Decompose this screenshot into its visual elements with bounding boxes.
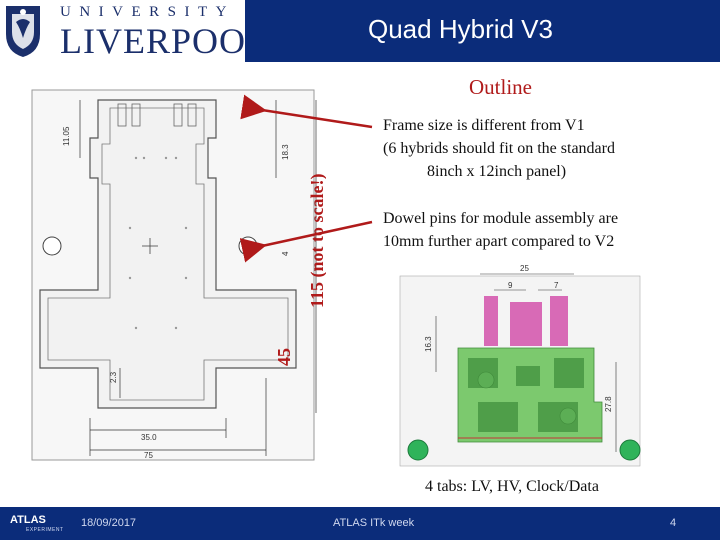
page-number: 4 [670, 517, 677, 529]
footer-date: 18/09/2017 [81, 517, 137, 529]
slide-footer: ATLAS EXPERIMENT 18/09/2017 ATLAS ITk we… [0, 507, 720, 540]
logo-name-text: LIVERPOOL [60, 21, 269, 61]
hybrid-layout-image: 25 9 7 16.3 27.8 [398, 262, 643, 470]
photo-dim-left-label: 16.3 [424, 336, 433, 352]
frame-technical-drawing: 11.05 18.3 4 2.3 35.0 75 115 (not to sca… [26, 78, 326, 468]
frame-size-bullet: Frame size is different from V1 (6 hybri… [383, 114, 615, 183]
outline-heading: Outline [469, 75, 532, 99]
dim-bottom-left-label: 2.3 [109, 371, 118, 383]
atlas-logo-text: ATLAS [10, 514, 46, 526]
logo-university-text: UNIVERSITY OF [60, 4, 283, 20]
footer-event: ATLAS ITk week [333, 517, 415, 529]
bullet-line: (6 hybrids should fit on the standard [383, 140, 615, 157]
dowel-pin-arrow [239, 220, 373, 263]
photo-dim-top-label: 25 [520, 264, 529, 273]
tabs-caption: 4 tabs: LV, HV, Clock/Data [425, 478, 599, 495]
university-crest-icon [6, 6, 40, 57]
photo-dim-right-label: 27.8 [604, 396, 613, 412]
bullet-line: 8inch x 12inch panel) [427, 163, 567, 180]
dimension-45-note: 45 [274, 348, 294, 366]
bullet-line: Dowel pins for module assembly are [383, 210, 619, 227]
dowel-pins-bullet: Dowel pins for module assembly are 10mm … [383, 207, 618, 253]
atlas-logo-subtext: EXPERIMENT [26, 527, 64, 533]
photo-dim-9-label: 9 [508, 281, 513, 290]
frame-size-arrow [240, 94, 373, 129]
bullet-line: 10mm further apart compared to V2 [383, 233, 615, 250]
dim-outer-width-label: 75 [144, 451, 153, 460]
photo-dim-7-label: 7 [554, 281, 559, 290]
slide-title: Quad Hybrid V3 [368, 14, 553, 44]
dim-inner-width-label: 35.0 [141, 433, 157, 442]
title-bar [245, 0, 720, 62]
not-to-scale-note: 115 (not to scale!) [307, 174, 326, 308]
slide-header: UNIVERSITY OF LIVERPOOL Quad Hybrid V3 [0, 0, 720, 62]
dim-top-right-label: 18.3 [281, 144, 290, 160]
dim-left-label: 11.05 [62, 126, 71, 146]
bullet-line: Frame size is different from V1 [383, 117, 585, 134]
dim-side-label: 4 [281, 251, 290, 256]
